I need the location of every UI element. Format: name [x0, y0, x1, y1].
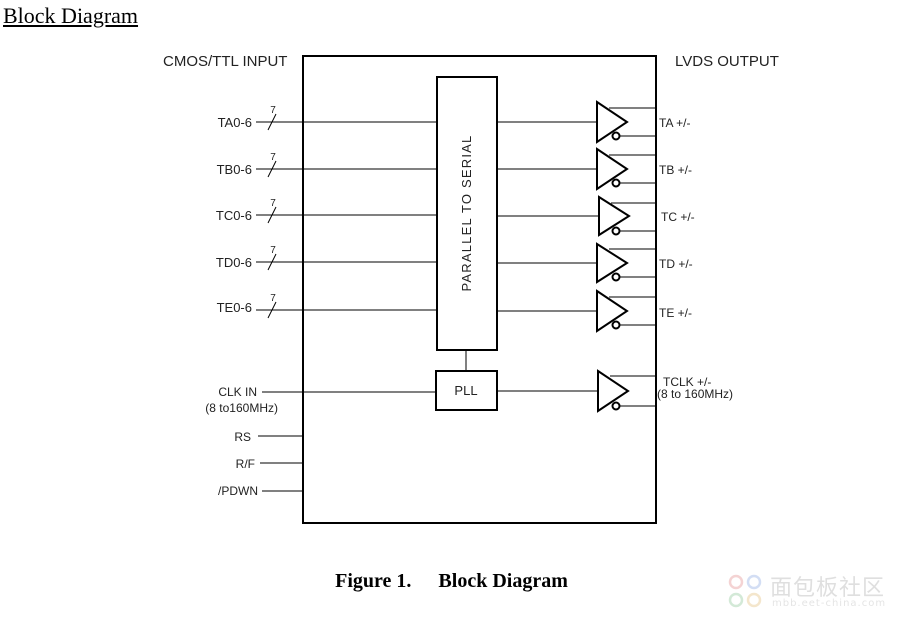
clock-input-range: (8 to160MHz) [205, 401, 278, 415]
output-group-label: LVDS OUTPUT [675, 53, 779, 70]
pll-label: PLL [454, 383, 477, 398]
buffer-triangle-tb [596, 147, 629, 191]
clock-output-range: (8 to 160MHz) [657, 387, 733, 401]
bus-slash-te [267, 301, 277, 319]
bus-width-tc: 7 [270, 198, 276, 209]
watermark-text: 面包板社区 [770, 576, 886, 601]
control-label-rf: R/F [236, 457, 255, 471]
serializer-block [436, 76, 498, 351]
output-label-td: TD +/- [659, 257, 693, 271]
bus-slash-ta [267, 113, 277, 131]
input-channel-ta: TA0-6 7 [218, 105, 437, 131]
output-driver-tc: TC +/- [497, 195, 695, 237]
output-label-tb: TB +/- [659, 163, 692, 177]
output-label-ta: TA +/- [659, 116, 690, 130]
clock-output-label: TCLK +/- [663, 375, 711, 389]
bus-slash-tb [267, 160, 277, 178]
output-driver-te: TE +/- [497, 289, 692, 333]
control-label-rs: RS [234, 430, 251, 444]
bus-slash-td [267, 253, 277, 271]
buffer-triangle-tclk [597, 369, 630, 413]
watermark-logo-icon [728, 574, 762, 608]
input-label-te: TE0-6 [217, 300, 252, 315]
page-heading: Block Diagram [3, 3, 139, 28]
bus-width-te: 7 [270, 293, 276, 304]
serializer-label: PARALLEL TO SERIAL [459, 135, 474, 292]
buffer-triangle-ta [596, 100, 629, 144]
output-driver-ta: TA +/- [497, 100, 690, 144]
inverter-bubble-td [611, 272, 621, 282]
input-channel-tc: TC0-6 7 [216, 198, 437, 224]
inverter-bubble-tb [611, 178, 621, 188]
input-channel-te: TE0-6 7 [217, 293, 437, 319]
output-label-tc: TC +/- [661, 210, 695, 224]
figure-number: Figure 1. [335, 570, 412, 592]
figure-caption: Figure 1. Block Diagram [0, 570, 903, 593]
input-channel-td: TD0-6 7 [216, 245, 437, 271]
input-label-td: TD0-6 [216, 255, 252, 270]
control-label-pdwn: /PDWN [218, 484, 258, 498]
buffer-triangle-tc [598, 195, 631, 237]
watermark-subtext: mbb.eet-china.com [772, 598, 887, 609]
clock-input-label: CLK IN [218, 385, 257, 399]
bus-width-tb: 7 [270, 152, 276, 163]
inverter-bubble-tclk [611, 401, 621, 411]
output-driver-tb: TB +/- [497, 147, 692, 191]
chip-outline [302, 55, 657, 524]
buffer-triangle-td [596, 242, 629, 284]
bus-width-td: 7 [270, 245, 276, 256]
bus-width-ta: 7 [270, 105, 276, 116]
input-label-tb: TB0-6 [217, 162, 252, 177]
output-driver-td: TD +/- [497, 242, 693, 284]
bus-slash-tc [267, 206, 277, 224]
inverter-bubble-te [611, 320, 621, 330]
inverter-bubble-ta [611, 131, 621, 141]
input-group-label: CMOS/TTL INPUT [163, 53, 287, 70]
input-channel-tb: TB0-6 7 [217, 152, 437, 178]
watermark: 面包板社区 mbb.eet-china.com [726, 570, 898, 614]
figure-title: Block Diagram [438, 570, 568, 592]
output-driver-tclk: TCLK +/- (8 to 160MHz) [497, 369, 733, 413]
output-label-te: TE +/- [659, 306, 692, 320]
inverter-bubble-tc [611, 226, 621, 236]
buffer-triangle-te [596, 289, 629, 333]
input-label-ta: TA0-6 [218, 115, 252, 130]
input-label-tc: TC0-6 [216, 208, 252, 223]
block-diagram: CMOS/TTL INPUT LVDS OUTPUT PARALLEL TO S… [163, 53, 779, 524]
